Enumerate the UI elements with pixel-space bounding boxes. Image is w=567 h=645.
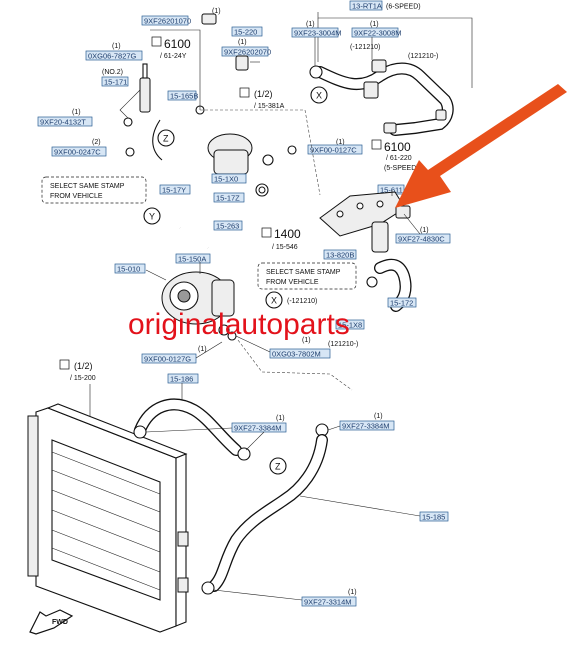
section-label-suffix: (6-SPEED) [386, 4, 421, 11]
qty-label: (2) [92, 139, 101, 146]
ref-page: / 15-546 [272, 244, 298, 251]
part-number: 9XF27-4830C [398, 235, 445, 244]
part-number: 9XF20-4132T [40, 118, 86, 127]
ref-fraction: (1/2) [254, 89, 273, 99]
note-line: SELECT SAME STAMP [266, 269, 341, 276]
lower-radiator-hose: (1) 9XF27-3384M 15-185 (1) 9XF27-3314M [201, 413, 449, 607]
ref-code: 6100 [164, 37, 191, 51]
stamp-note-1: SELECT SAME STAMP FROM VEHICLE [41, 176, 147, 204]
thermostat-housing-parts: Z [119, 13, 321, 196]
ref-page: / 15-381A [254, 103, 285, 110]
qty-label: (1) [336, 139, 345, 146]
note-line: SELECT SAME STAMP [50, 183, 125, 190]
part-number: 13-820B [326, 251, 354, 260]
date-code: (121210-) [328, 341, 358, 348]
part-number: 9XF00-0127G [144, 355, 191, 364]
part-number: 15-17Y [162, 186, 186, 195]
view-marker-label: X [316, 91, 322, 101]
qty-label: (1) [238, 39, 247, 46]
qty-label: (1) [420, 227, 429, 234]
ref-page: / 15-200 [70, 375, 96, 382]
qty-label: (1) [302, 337, 311, 344]
part-number: 15-1X8 [338, 321, 362, 330]
part-number: 15-1X0 [214, 175, 238, 184]
part-number: 0XG03-7802M [272, 350, 321, 359]
note-line: FROM VEHICLE [266, 279, 319, 286]
upper-radiator-hose: 15-186 (1) 9XF27-3384M Z [133, 373, 287, 475]
part-number: 9XF27-3314M [304, 598, 352, 607]
ref-page: / 61-24Y [160, 53, 187, 60]
qty-label: (1) [374, 413, 383, 420]
view-marker-label: Y [149, 212, 155, 222]
view-marker-y [143, 207, 161, 225]
part-number: 9XF26202070 [224, 48, 271, 57]
watermark: originalautoparts [128, 308, 350, 341]
lower-center-labels: 15-1X8 (1) 9XF00-0127G (1) 0XG03-7802M [141, 319, 365, 364]
part-number: 15-220 [234, 28, 257, 37]
qty-label: (1) [112, 43, 121, 50]
date-code: (-121210) [287, 298, 317, 305]
qty-label: (1) [348, 589, 357, 596]
qty-label: (1) [276, 415, 285, 422]
part-number: 15-17Z [216, 194, 240, 203]
note-line: FROM VEHICLE [50, 193, 103, 200]
part-number: 15-186 [170, 375, 193, 384]
part-number: 15-172 [390, 299, 413, 308]
radiator [27, 403, 189, 633]
part-number: 15-185 [422, 513, 445, 522]
part-number: 15-150A [178, 255, 206, 264]
view-marker-z [269, 457, 287, 475]
water-pump-assembly: X (-121210) (121210-) [145, 262, 358, 391]
view-marker-x [265, 291, 283, 309]
center-labels: 15-1X0 15-17Y 15-17Z 15-263 15-150A 15-0… [114, 173, 301, 274]
upper-right-labels: (1) 9XF23-3004M (1) 9XF22-3008M (-121210… [291, 21, 438, 104]
upper-right-hose [309, 59, 454, 136]
section-label: 13-RT1A [352, 2, 382, 11]
ref-page: / 61-220 [386, 155, 412, 162]
ref-code: 6100 [384, 140, 411, 154]
date-code: (121210-) [408, 53, 438, 60]
ref-code: 1400 [274, 227, 301, 241]
qty-label: (1) [198, 346, 207, 353]
part-number: 9XF26201070 [144, 17, 191, 26]
part-number: 9XF00-0247C [54, 148, 101, 157]
ref-fraction: (1/2) [74, 361, 93, 371]
qty-label: (1) [212, 8, 221, 15]
upper-left-labels: (1) 9XF26201070 15-220 (1) 9XF26202070 (… [37, 8, 363, 157]
qty-label: (1) [72, 109, 81, 116]
view-marker-z [157, 129, 175, 147]
part-number: 9XF22-3008M [354, 29, 402, 38]
view-marker-label: Z [163, 134, 169, 144]
part-number: 15-010 [117, 265, 140, 274]
right-center-parts: 6100 / 61-220 (5-SPEED) 15-611 (1) 9XF27… [319, 139, 451, 260]
part-number: 15-165B [170, 92, 198, 101]
qty-label: (1) [306, 21, 315, 28]
bypass-hose: 15-172 [366, 258, 417, 312]
part-number: 15-171 [104, 78, 127, 87]
part-number: 9XF27-3384M [234, 424, 282, 433]
view-marker-label: X [271, 296, 277, 306]
view-marker-x [310, 86, 328, 104]
qty-label: (1) [370, 21, 379, 28]
part-number: 9XF00-0127C [310, 146, 357, 155]
qty-label: (NO.2) [102, 69, 123, 76]
ref-sub: (5-SPEED) [384, 165, 419, 172]
highlight-arrow [395, 84, 567, 208]
part-number: 9XF27-3384M [342, 422, 390, 431]
stamp-note-2: SELECT SAME STAMP FROM VEHICLE [257, 262, 357, 290]
fwd-indicator: FWD [29, 609, 74, 635]
date-code: (-121210) [350, 44, 380, 51]
part-number: 0XG06-7827G [88, 52, 137, 61]
section-header: 13-RT1A (6-SPEED) [317, 0, 473, 88]
view-marker-label: Z [275, 462, 281, 472]
radiator-ref: (1/2) / 15-200 [59, 359, 96, 420]
fwd-label: FWD [52, 619, 68, 626]
part-number: 9XF23-3004M [294, 29, 342, 38]
part-number: 15-611 [380, 186, 403, 195]
part-number: 15-263 [216, 222, 239, 231]
